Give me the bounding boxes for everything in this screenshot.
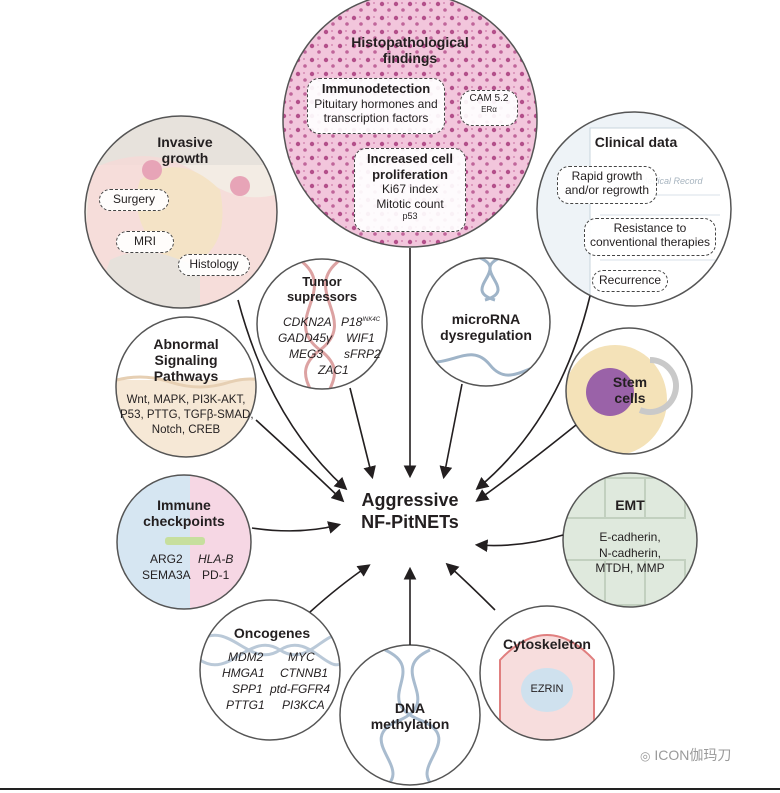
center-title: Aggressive NF-PitNETs [330, 490, 490, 533]
center-title-line2: NF-PitNETs [361, 511, 459, 532]
rapid-growth-box: Rapid growth and/or regrowth [557, 166, 657, 204]
arrow-stem [475, 424, 577, 502]
watermark: ◎ ICON伽玛刀 [640, 747, 732, 763]
cytoskeleton-circle [479, 605, 615, 741]
gene-hmga1: HMGA1 [222, 666, 265, 680]
emt-circle [562, 472, 698, 608]
oncogenes-title: Oncogenes [233, 625, 311, 641]
histopath-title: Histopathological findings [351, 34, 469, 67]
clinical-title: Clinical data [594, 134, 678, 150]
gene-sema3a: SEMA3A [142, 568, 191, 582]
medical-record-label: Medical Record [640, 176, 703, 186]
gene-gadd45: GADD45γ [278, 331, 333, 345]
gene-zac1: ZAC1 [318, 363, 349, 377]
recurrence-box: Recurrence [592, 270, 668, 292]
gene-pttg1: PTTG1 [226, 698, 265, 712]
signaling-circle [115, 316, 257, 458]
arrow-oncogenes [309, 564, 371, 613]
arrow-tumor-suppressors [349, 387, 376, 480]
cam-box: CAM 5.2 ERα [460, 90, 518, 126]
arrow-signaling [255, 419, 345, 503]
bottom-rule [0, 788, 780, 790]
stem-cells-circle [565, 327, 693, 455]
gene-ctnnb1: CTNNB1 [280, 666, 329, 680]
arrow-immune [251, 521, 342, 534]
arrow-cytoskeleton [445, 562, 496, 611]
emt-title: EMT [615, 497, 645, 513]
arrow-emt [474, 534, 564, 553]
gene-wif1: WIF1 [346, 331, 375, 345]
cytoskeleton-title: Cytoskeleton [503, 636, 591, 652]
arrows [237, 248, 591, 645]
gene-pd1: PD-1 [202, 568, 230, 582]
immune-circle [116, 474, 252, 610]
gene-meg3: MEG3 [289, 347, 324, 361]
signaling-title: Abnormal Signaling Pathways [153, 336, 219, 385]
mri-box: MRI [116, 231, 174, 253]
gene-pi3kca: PI3KCA [282, 698, 325, 712]
gene-spp1: SPP1 [232, 682, 263, 696]
gene-mdm2: MDM2 [228, 650, 264, 664]
tumor-suppressors-title: Tumor supressors [286, 274, 358, 304]
ezrin-label: EZRIN [530, 683, 564, 695]
microrna-circle [421, 257, 551, 387]
gene-arg2: ARG2 [150, 552, 183, 566]
dna-circle [339, 644, 481, 786]
histology-box: Histology [178, 254, 250, 276]
immune-title: Immune checkpoints [143, 497, 225, 530]
gene-ptd-fgfr4: ptd-FGFR4 [270, 682, 331, 696]
emt-list: E-cadherin, N-cadherin, MTDH, MMP [595, 530, 665, 576]
arrow-invasive [237, 299, 348, 491]
gene-myc: MYC [288, 650, 315, 664]
microrna-title: microRNA dysregulation [440, 311, 532, 344]
gene-hlab: HLA-B [198, 552, 234, 566]
invasive-title: Invasive growth [157, 134, 213, 167]
resistance-box: Resistance to conventional therapies [584, 218, 716, 256]
gene-sfrp2: sFRP2 [344, 347, 381, 361]
oncogenes-circle [199, 599, 341, 741]
arrow-clinical [475, 295, 591, 491]
chat-icon: ◎ [640, 749, 651, 763]
proliferation-box: Increased cell proliferation Ki67 index … [354, 148, 466, 232]
tumor-suppressors-circle [256, 258, 388, 390]
signaling-list: Wnt, MAPK, PI3K-AKT, P53, PTTG, TGFβ-SMA… [120, 394, 254, 436]
arrow-microrna [439, 383, 463, 480]
surgery-box: Surgery [99, 189, 169, 211]
center-title-line1: Aggressive [361, 490, 459, 510]
gene-cdkn2a: CDKN2A [283, 315, 332, 329]
gene-p18: P18INK4C [341, 315, 381, 329]
stem-title: Stem cells [612, 374, 648, 407]
dna-title: DNA methylation [370, 700, 450, 733]
immunodetection-box: Immunodetection Pituitary hormones and t… [307, 78, 445, 134]
